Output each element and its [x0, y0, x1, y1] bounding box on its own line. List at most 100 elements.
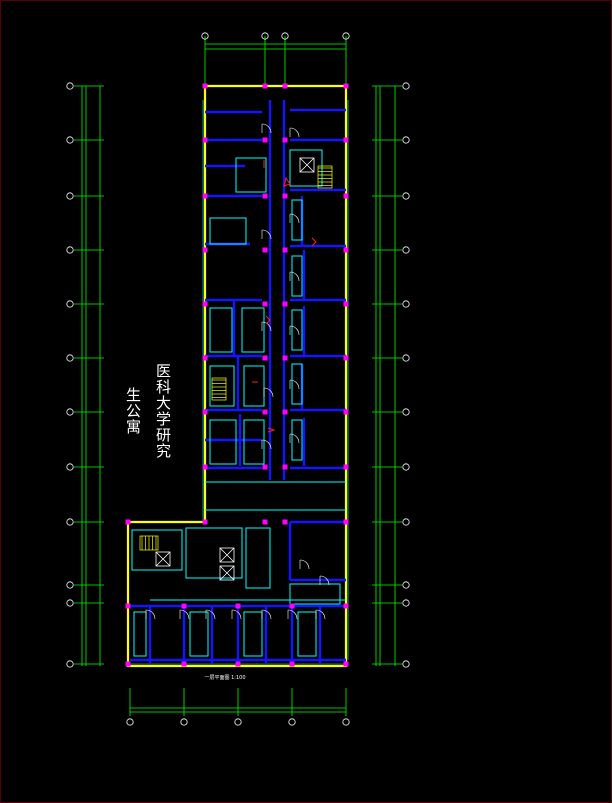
grid-bubble: [201, 32, 209, 40]
structural-column: [343, 83, 349, 89]
structural-column: [202, 409, 208, 415]
door-swing: [315, 609, 326, 620]
structural-column: [202, 464, 208, 470]
structural-column: [282, 301, 288, 307]
structural-column: [202, 355, 208, 361]
structural-column: [282, 409, 288, 415]
door-swing: [145, 609, 156, 620]
grid-bubble: [402, 463, 410, 471]
structural-column: [289, 661, 295, 667]
grid-bubble: [402, 518, 410, 526]
door-swing: [289, 379, 300, 390]
door-swing: [179, 609, 190, 620]
grid-bubble: [402, 246, 410, 254]
structural-column: [282, 355, 288, 361]
structural-column: [282, 83, 288, 89]
structural-column: [262, 83, 268, 89]
structural-column: [343, 137, 349, 143]
door-swing: [231, 609, 242, 620]
grid-bubble: [342, 32, 350, 40]
structural-column: [125, 519, 131, 525]
grid-bubble: [402, 408, 410, 416]
door-swing: [289, 325, 300, 336]
grid-bubble: [402, 599, 410, 607]
grid-bubble: [402, 581, 410, 589]
door-swing: [289, 213, 300, 224]
structural-column: [181, 603, 187, 609]
structural-column: [343, 661, 349, 667]
structural-column: [202, 301, 208, 307]
structural-column: [343, 519, 349, 525]
structural-column: [282, 464, 288, 470]
structural-column: [343, 409, 349, 415]
grid-bubble: [281, 32, 289, 40]
drawing-title: 医科大学研究生公寓: [124, 363, 172, 459]
structural-column: [282, 247, 288, 253]
structural-column: [125, 661, 131, 667]
structural-column: [282, 519, 288, 525]
grid-bubble: [234, 718, 242, 726]
grid-bubble: [402, 300, 410, 308]
drawing-caption: 一层平面图 1:100: [204, 675, 246, 681]
structural-column: [202, 519, 208, 525]
door-swing: [263, 387, 274, 398]
structural-column: [262, 193, 268, 199]
structural-column: [262, 137, 268, 143]
structural-column: [262, 355, 268, 361]
grid-bubble: [66, 192, 74, 200]
structural-column: [282, 137, 288, 143]
grid-bubble: [261, 32, 269, 40]
structural-column: [343, 603, 349, 609]
door-swing: [299, 559, 310, 570]
grid-bubble: [402, 192, 410, 200]
structural-column: [343, 464, 349, 470]
door-swing: [205, 609, 216, 620]
grid-bubble: [66, 136, 74, 144]
grid-bubble: [66, 354, 74, 362]
structural-column: [282, 193, 288, 199]
structural-column: [202, 83, 208, 89]
structural-column: [343, 193, 349, 199]
door-swing: [261, 123, 272, 134]
grid-bubble: [66, 660, 74, 668]
door-swing: [319, 575, 330, 586]
grid-bubble: [402, 660, 410, 668]
grid-bubble: [180, 718, 188, 726]
grid-bubble: [66, 518, 74, 526]
grid-bubble: [66, 300, 74, 308]
structural-column: [262, 464, 268, 470]
door-swing: [289, 271, 300, 282]
grid-bubble: [402, 82, 410, 90]
structural-column: [202, 247, 208, 253]
structural-column: [235, 661, 241, 667]
door-swing: [289, 433, 300, 444]
structural-column: [262, 247, 268, 253]
grid-bubble: [66, 82, 74, 90]
structural-column: [343, 301, 349, 307]
grid-bubble: [126, 718, 134, 726]
structural-column: [125, 603, 131, 609]
structural-column: [262, 301, 268, 307]
door-swing: [261, 229, 272, 240]
door-swing: [261, 321, 272, 332]
structural-column: [262, 519, 268, 525]
grid-bubble: [402, 354, 410, 362]
structural-column: [343, 355, 349, 361]
door-swing: [261, 609, 272, 620]
structural-column: [343, 247, 349, 253]
structural-column: [202, 137, 208, 143]
structural-column: [181, 661, 187, 667]
door-swing: [289, 127, 300, 138]
structural-column: [202, 193, 208, 199]
grid-bubble: [288, 718, 296, 726]
door-swing: [261, 439, 272, 450]
grid-bubble: [66, 246, 74, 254]
door-swing: [287, 609, 298, 620]
structural-column: [289, 603, 295, 609]
grid-bubble: [402, 136, 410, 144]
grid-bubble: [66, 463, 74, 471]
grid-bubble: [66, 599, 74, 607]
grid-bubble: [66, 581, 74, 589]
